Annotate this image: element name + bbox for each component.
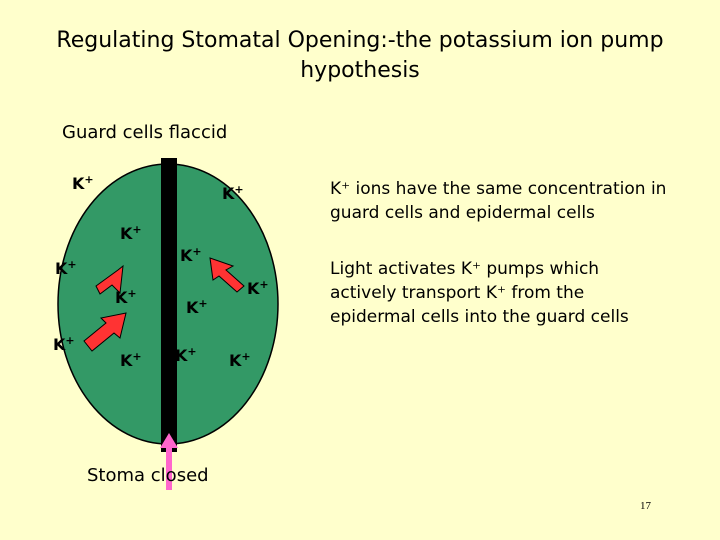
k-ion-label: K+ xyxy=(186,297,208,317)
k-ion-label: K+ xyxy=(175,345,197,365)
k-ion-label: K+ xyxy=(247,278,269,298)
k-ion-label: K+ xyxy=(222,183,244,203)
concentration-note: K⁺ ions have the same concentration in g… xyxy=(330,179,667,223)
k-ion-label: K+ xyxy=(120,350,142,370)
k-ion-label: K+ xyxy=(229,350,251,370)
stoma-pore xyxy=(161,158,177,452)
slide-title: Regulating Stomatal Opening:-the potassi… xyxy=(56,28,664,83)
pump-arrows xyxy=(83,257,245,352)
pump-note: Light activates K⁺ pumps which actively … xyxy=(330,259,629,327)
k-ion-label: K+ xyxy=(180,245,202,265)
pump-arrow-right xyxy=(209,257,245,293)
page-number: 17 xyxy=(640,500,651,512)
stoma-caption: Stoma closed xyxy=(87,465,209,486)
k-ion-label: K+ xyxy=(120,223,142,243)
k-ion-label: K+ xyxy=(115,287,137,307)
k-ion-label: K+ xyxy=(55,258,77,278)
k-ion-label: K+ xyxy=(53,334,75,354)
pump-arrow-lower-left xyxy=(83,312,127,352)
diagram-subtitle: Guard cells flaccid xyxy=(62,122,228,143)
k-ion-label: K+ xyxy=(72,173,94,193)
stoma-pointer-arrow xyxy=(160,433,178,490)
pump-arrow-upper-left xyxy=(95,264,124,295)
